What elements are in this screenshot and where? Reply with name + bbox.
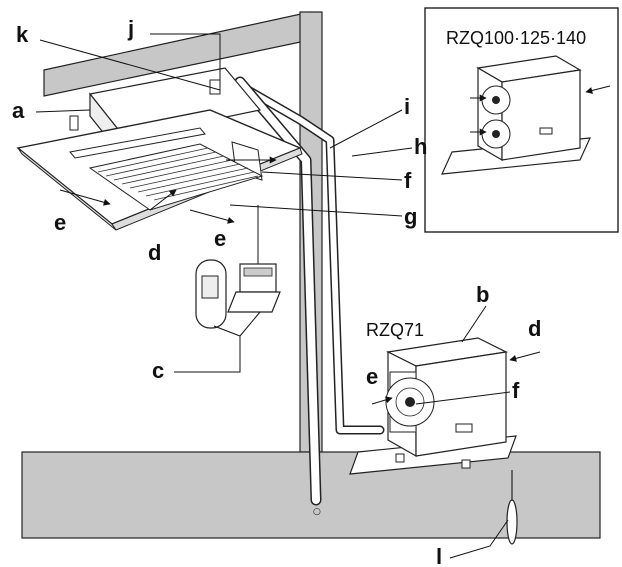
inset-model-label: RZQ100·125·140: [446, 28, 586, 48]
label-i: i: [404, 94, 410, 119]
outdoor-model-label: RZQ71: [366, 320, 424, 340]
piping: ○: [234, 76, 518, 545]
inset-box: RZQ100·125·140: [424, 7, 619, 233]
label-k: k: [16, 22, 29, 47]
label-d-outdoor: d: [528, 316, 541, 341]
indoor-unit: [16, 67, 303, 231]
label-e-left: e: [54, 210, 66, 235]
remote-controllers: [195, 205, 281, 329]
label-b: b: [476, 282, 489, 307]
label-h: h: [414, 134, 427, 159]
label-j: j: [127, 16, 134, 41]
label-f-outdoor: f: [512, 378, 520, 403]
svg-text:○: ○: [313, 507, 321, 517]
label-g: g: [404, 204, 417, 229]
label-c: c: [152, 358, 164, 383]
letter-labels: k j a i h f g e d e c b RZQ71 d e f l: [12, 16, 541, 567]
label-d-indoor: d: [148, 240, 161, 265]
label-f-indoor: f: [404, 168, 412, 193]
label-l: l: [436, 544, 442, 567]
label-e-outdoor: e: [366, 364, 378, 389]
leader-lines: [35, 33, 511, 559]
label-a: a: [12, 98, 25, 123]
label-e-right: e: [214, 226, 226, 251]
outdoor-unit: [349, 337, 541, 475]
